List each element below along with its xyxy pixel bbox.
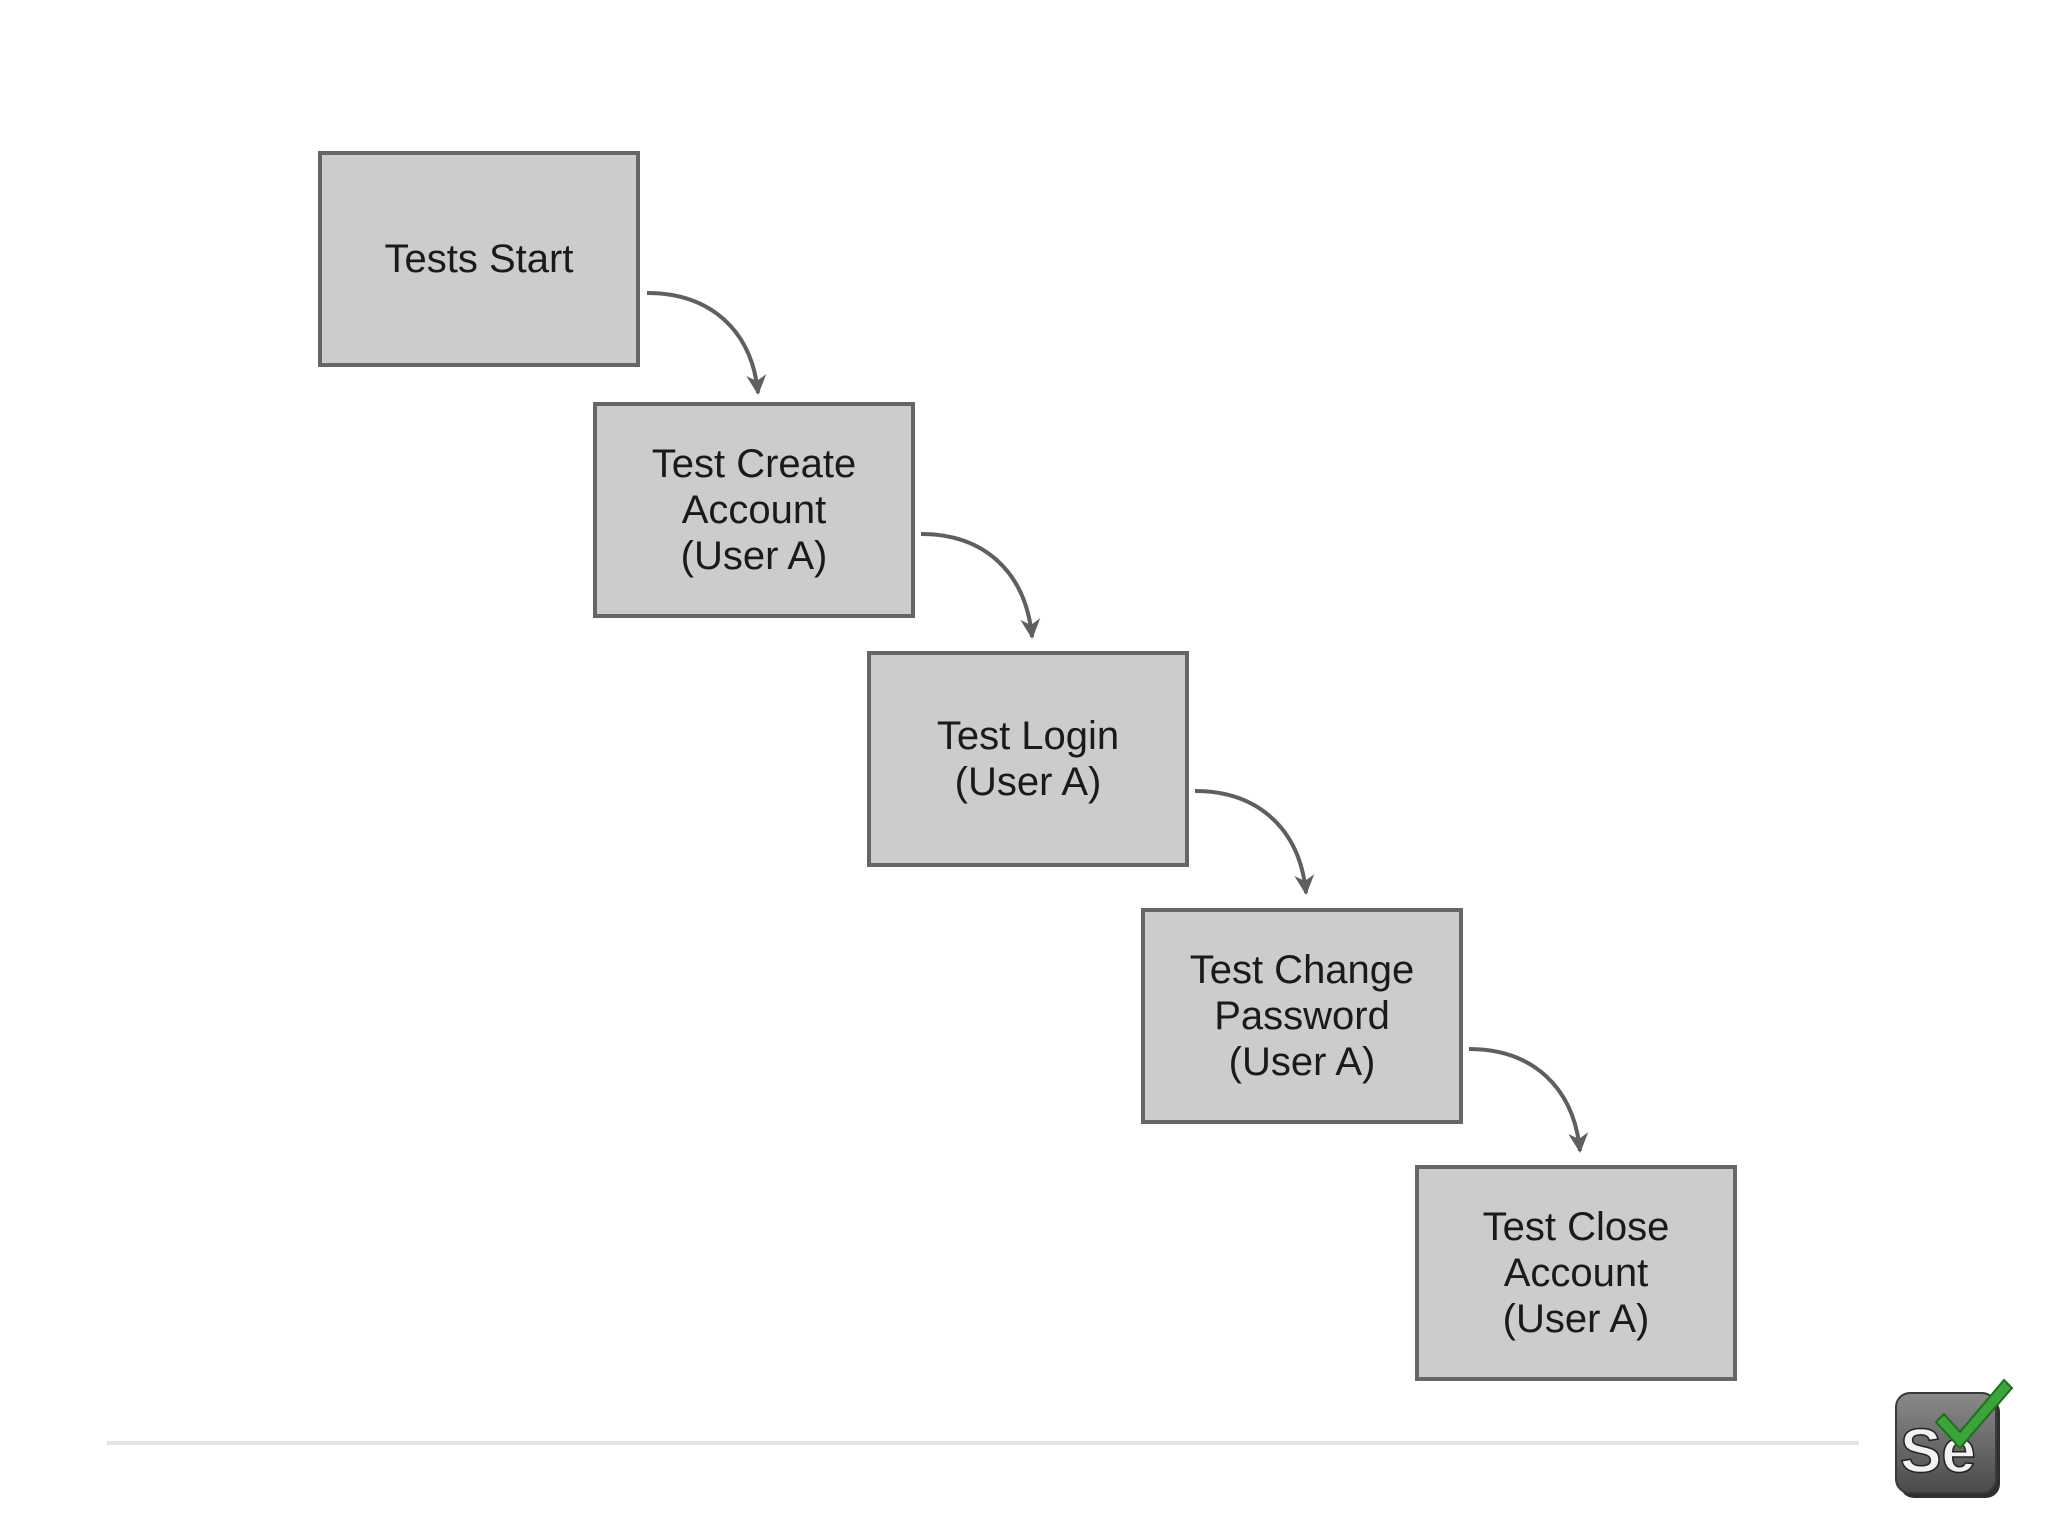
node-test-create-account: Test Create Account (User A) [593, 402, 915, 618]
node-tests-start: Tests Start [318, 151, 640, 367]
node-label-line: Tests Start [384, 237, 574, 281]
node-label-line: (User A) [1502, 1297, 1650, 1341]
checkmark-icon [1934, 1378, 2014, 1450]
arrow-login-to-password [1194, 789, 1315, 895]
node-label-line: Test Close [1482, 1205, 1670, 1249]
node-label-line: Test Login [936, 714, 1120, 758]
node-label-line: Account [1503, 1251, 1649, 1295]
node-label-line: Password [1214, 994, 1390, 1038]
arrow-create-to-login [920, 532, 1041, 639]
node-test-login: Test Login (User A) [867, 651, 1189, 867]
node-label-line: Account [681, 488, 827, 532]
footer-divider [107, 1441, 1859, 1445]
node-test-close-account: Test Close Account (User A) [1415, 1165, 1737, 1381]
arrow-start-to-create [646, 291, 767, 395]
node-test-change-password: Test Change Password (User A) [1141, 908, 1463, 1124]
node-label-line: (User A) [1228, 1040, 1376, 1084]
node-label-line: (User A) [680, 534, 828, 578]
selenium-logo-icon: Se [1895, 1378, 2014, 1498]
node-label-line: Test Change [1189, 948, 1415, 992]
node-label-line: (User A) [954, 760, 1102, 804]
arrow-password-to-close [1468, 1047, 1589, 1153]
node-label-line: Test Create [651, 442, 857, 486]
